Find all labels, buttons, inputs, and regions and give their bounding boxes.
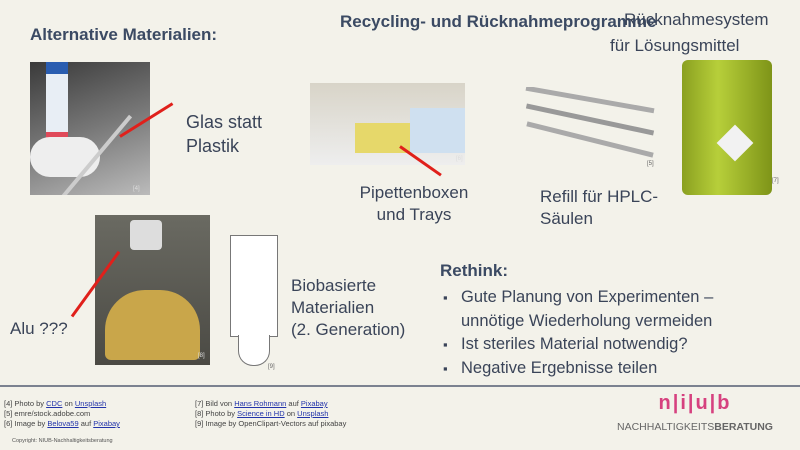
link-pixabay[interactable]: Pixabay xyxy=(300,399,328,408)
bullet-continuation: unnötige Wiederholung vermeiden xyxy=(461,311,713,330)
caption-boxes: Pipettenboxen und Trays xyxy=(358,182,470,226)
caption-line: Materialien xyxy=(291,298,375,317)
credit-text: [6] Image by xyxy=(4,419,48,428)
credit-text: [7] Bild von xyxy=(195,399,235,408)
credit-text: auf xyxy=(78,419,94,428)
caption-line: Glas statt xyxy=(186,112,263,132)
centrifuge-tube-icon xyxy=(230,225,278,370)
bullet: Gute Planung von Experimenten – xyxy=(443,286,713,310)
credit-text: [4] Photo by xyxy=(4,399,47,408)
title-solvent-return-1: Rücknahmesystem xyxy=(624,10,769,29)
logo-text-line2: BERATUNG xyxy=(714,421,773,433)
credit-text: on xyxy=(284,409,298,418)
logo-text: NACHHALTIGKEITSBERATUNG xyxy=(610,421,780,433)
rethink-list: Gute Planung von Experimenten – unnötige… xyxy=(443,286,713,380)
title-solvent-return-2: für Lösungsmittel xyxy=(610,36,740,55)
footer-divider xyxy=(0,385,800,387)
caption-alu: Alu ??? xyxy=(10,319,68,338)
ref-4: [4] xyxy=(133,186,140,192)
ref-7: [7] xyxy=(772,178,779,184)
caption-line: und Trays xyxy=(376,205,452,224)
niub-logo: n|i|u|b NACHHALTIGKEITSBERATUNG xyxy=(610,392,780,442)
link-unsplash[interactable]: Unsplash xyxy=(74,399,107,408)
credits-right: [7] Bild von Hans Rohmann auf Pixabay [8… xyxy=(195,399,346,429)
bullet: Ist steriles Material notwendig? xyxy=(443,333,713,357)
caption-line: Säulen xyxy=(540,209,593,228)
caption-line: Refill für HPLC- xyxy=(540,187,659,206)
caption-line: Plastik xyxy=(186,136,240,156)
credits-left: [4] Photo by CDC on Unsplash [5] emre/st… xyxy=(4,399,120,429)
credit-text: [9] Image by OpenClipart-Vectors auf pix… xyxy=(195,419,347,428)
caption-line: Biobasierte xyxy=(291,276,377,295)
solvent-drum-photo xyxy=(682,60,772,195)
logo-text-line1: NACHHALTIGKEITS xyxy=(617,421,715,433)
link-unsplash[interactable]: Unsplash xyxy=(297,409,329,418)
caption-line: (2. Generation) xyxy=(291,320,406,339)
ref-6: [6] xyxy=(456,156,463,162)
ref-8: [8] xyxy=(198,353,205,359)
logo-mark: n|i|u|b xyxy=(658,392,732,414)
title-recycling: Recycling- und Rücknahmeprogramme xyxy=(340,12,657,31)
credit-text: [8] Photo by xyxy=(195,409,238,418)
credit-text: auf xyxy=(286,399,301,408)
pipette-boxes-photo: [6] xyxy=(310,83,465,165)
hplc-columns-photo: [5] xyxy=(525,87,655,170)
link-belova59[interactable]: Belova59 xyxy=(47,419,79,428)
copyright: Copyright: NIUB-Nachhaltigkeitsberatung xyxy=(12,438,113,444)
bullet: Negative Ergebnisse teilen xyxy=(443,357,713,381)
caption-line: Pipettenboxen xyxy=(359,183,469,202)
link-hans-rohmann[interactable]: Hans Rohmann xyxy=(234,399,287,408)
credit-text: on xyxy=(62,399,75,408)
rethink-heading: Rethink: xyxy=(440,261,508,280)
credit-text: [5] emre/stock.adobe.com xyxy=(4,409,91,418)
flask-foil-photo: [8] xyxy=(95,215,210,365)
caption-hplc: Refill für HPLC- Säulen xyxy=(540,186,658,230)
title-alternative-materials: Alternative Materialien: xyxy=(30,25,218,44)
link-pixabay[interactable]: Pixabay xyxy=(93,419,120,428)
ref-5: [5] xyxy=(647,161,654,167)
ref-9: [9] xyxy=(268,364,275,370)
link-cdc[interactable]: CDC xyxy=(46,399,63,408)
link-science-in-hd[interactable]: Science in HD xyxy=(237,409,285,418)
